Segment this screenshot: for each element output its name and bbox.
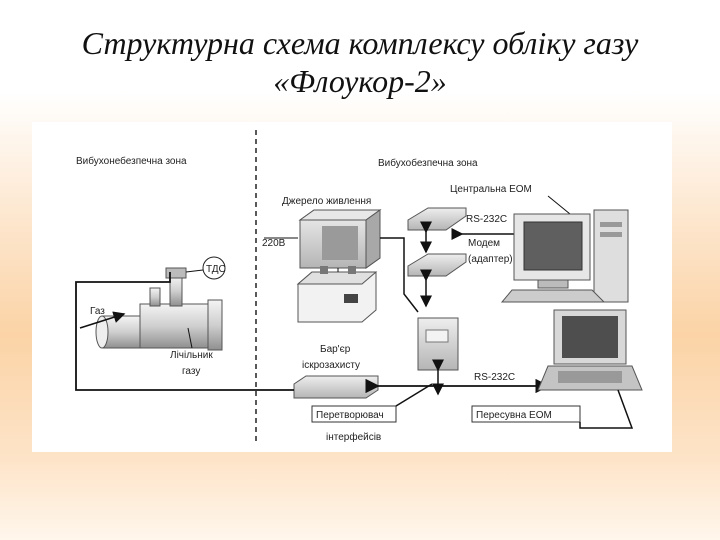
label-barrier-2: іскрозахисту	[302, 360, 360, 371]
gas-flow-arrow	[79, 311, 126, 329]
meter-signal-line	[75, 272, 294, 391]
slide-title: Структурна схема комплексу обліку газу «…	[0, 24, 720, 100]
modem-top	[407, 207, 467, 231]
power-feed-line	[380, 237, 419, 313]
controller-unit	[417, 317, 459, 371]
modem-bottom	[407, 253, 467, 277]
mobile-pc-pointer	[579, 389, 634, 429]
power-source-unit	[298, 209, 382, 269]
converter-link	[395, 383, 433, 407]
label-power-source: Джерело живлення	[282, 196, 371, 207]
converter-box	[311, 405, 397, 423]
mobile-computer	[537, 309, 643, 391]
battery	[296, 266, 378, 323]
label-tds: ТДС	[206, 264, 226, 275]
label-safe-zone: Вибухобезпечна зона	[378, 157, 478, 169]
label-barrier-1: Бар'єр	[320, 344, 351, 355]
label-modem-2: (адаптер)	[468, 254, 513, 265]
label-converter-2: інтерфейсів	[326, 431, 381, 443]
label-meter-1: Лічільник	[170, 350, 213, 361]
central-computer	[500, 209, 629, 303]
spark-barrier	[293, 375, 379, 399]
label-meter-2: газу	[182, 366, 200, 377]
central-pc-pointer	[547, 195, 571, 215]
mobile-pc-box	[471, 405, 581, 423]
label-rs232-top: RS-232C	[466, 214, 507, 225]
tds-link	[185, 269, 204, 273]
label-converter-1: Перетворювач	[316, 410, 384, 421]
label-modem-1: Модем	[468, 238, 500, 249]
label-central-pc: Центральна ЕОМ	[450, 184, 532, 195]
gas-meter	[95, 267, 223, 351]
label-rs232-bottom: RS-232C	[474, 372, 515, 383]
label-hazard-zone: Вибухонебезпечна зона	[76, 155, 187, 167]
label-mobile-pc: Пересувна ЕОМ	[476, 410, 552, 421]
tds-sensor	[202, 256, 226, 280]
title-line-2: «Флоукор-2»	[273, 63, 447, 99]
label-220v: 220В	[262, 238, 286, 249]
title-line-1: Структурна схема комплексу обліку газу	[81, 25, 639, 61]
diagram-panel: Вибухонебезпечна зона Вибухобезпечна зон…	[32, 122, 672, 452]
label-gas: Газ	[90, 306, 105, 317]
structure-diagram: Вибухонебезпечна зона Вибухобезпечна зон…	[75, 130, 643, 444]
meter-pointer	[187, 327, 193, 349]
